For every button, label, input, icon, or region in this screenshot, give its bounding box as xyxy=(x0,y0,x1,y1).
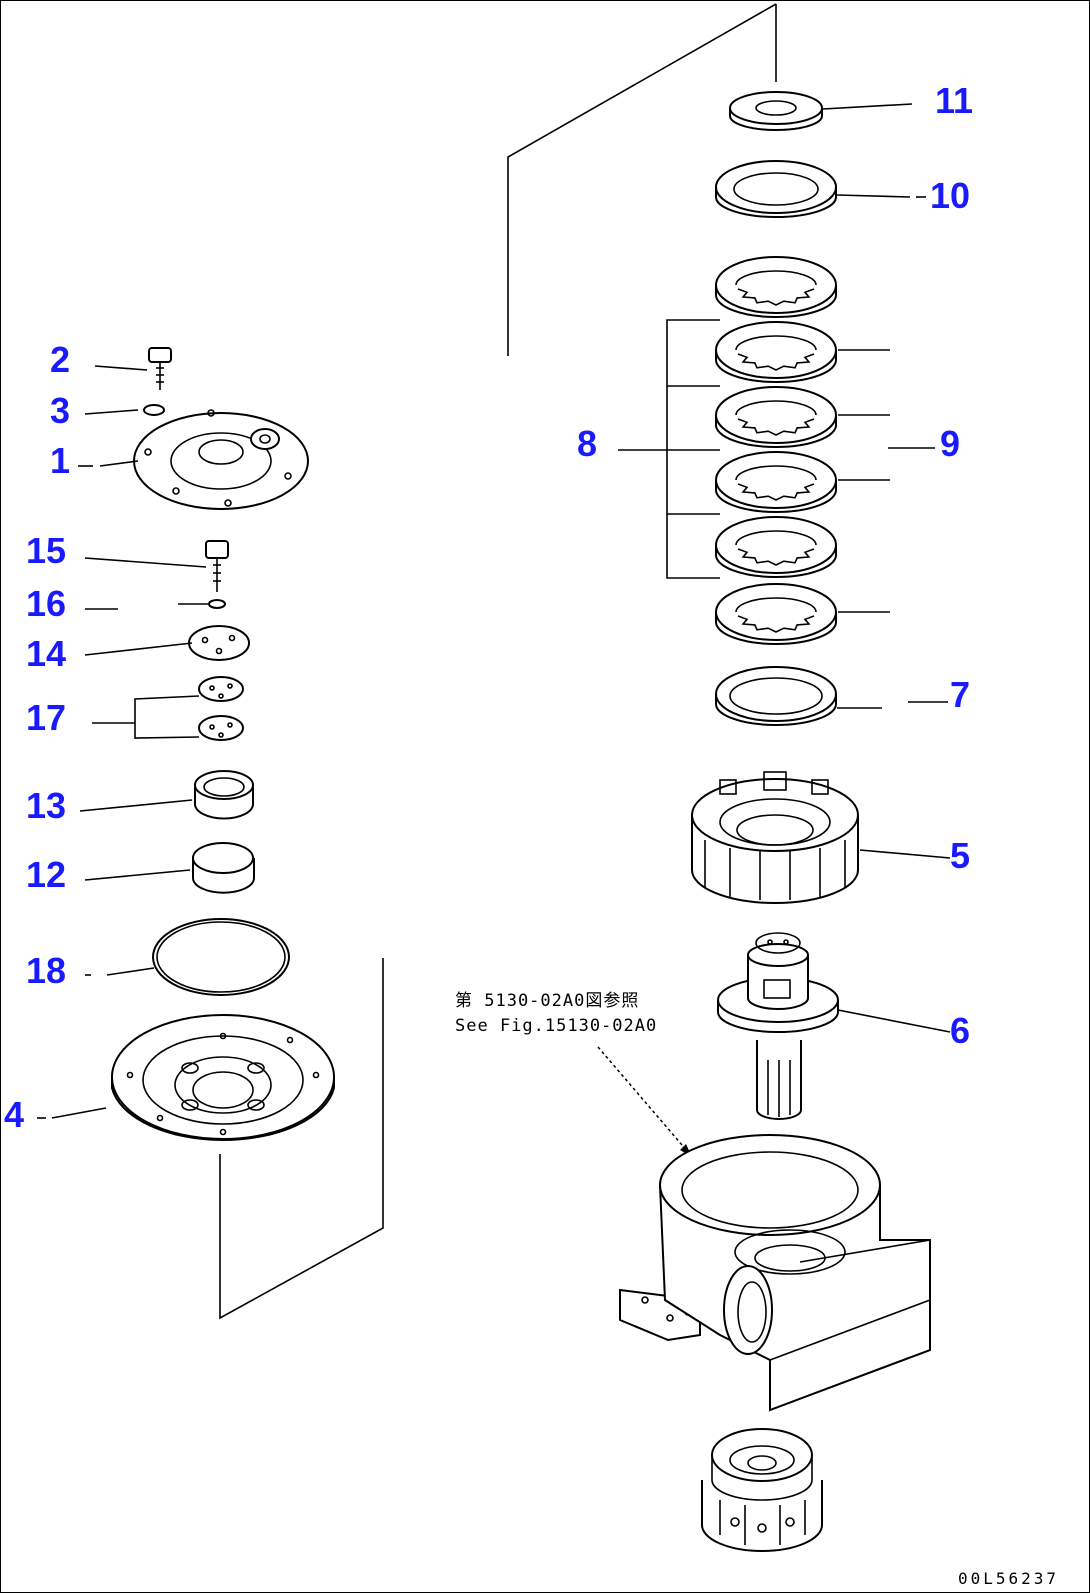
callout-16: 16 xyxy=(26,583,67,624)
callout-4: 4 xyxy=(4,1094,25,1135)
clutch-plate xyxy=(715,256,837,318)
part-16-washer xyxy=(208,599,226,609)
callout-14: 14 xyxy=(26,633,67,674)
part-2-bolt xyxy=(148,347,172,390)
part-5-carrier xyxy=(691,771,859,904)
part-4-housing-plate xyxy=(111,1014,335,1141)
part-1-cover xyxy=(133,409,309,510)
clutch-plate xyxy=(715,321,837,383)
callout-1: 1 xyxy=(50,440,71,481)
part-8-9-plate-stack xyxy=(715,256,837,645)
part-13-bushing xyxy=(194,770,254,820)
callout-9: 9 xyxy=(940,423,961,464)
case-reference-part xyxy=(619,1134,931,1412)
callout-11: 11 xyxy=(935,80,974,121)
part-15-bolt xyxy=(205,540,229,592)
clutch-plate xyxy=(715,451,837,513)
assembly-guide-lines xyxy=(219,3,777,1320)
part-18-o-ring xyxy=(152,918,290,996)
part-11-washer xyxy=(729,91,823,131)
callout-12: 12 xyxy=(26,854,67,895)
reference-note-jp: 第 5130-02A0図参照 xyxy=(455,991,640,1011)
clutch-plate xyxy=(715,516,837,578)
part-3-washer xyxy=(143,404,165,416)
part-10-ring xyxy=(715,160,837,218)
drawing-code: 00L56237 xyxy=(958,1569,1060,1588)
callout-18: 18 xyxy=(26,950,67,991)
reference-leader xyxy=(597,1046,692,1157)
clutch-plate xyxy=(715,386,837,448)
part-17-shims xyxy=(198,676,244,741)
callout-8: 8 xyxy=(577,423,598,464)
callout-15: 15 xyxy=(26,530,67,571)
callout-10: 10 xyxy=(930,175,971,216)
callout-2: 2 xyxy=(50,339,71,380)
callout-5: 5 xyxy=(950,835,971,876)
bottom-gear-part xyxy=(701,1428,823,1552)
callout-leader-lines xyxy=(37,103,951,1119)
reference-note-en: See Fig.15130-02A0 xyxy=(455,1016,658,1036)
callout-6: 6 xyxy=(950,1010,971,1051)
callout-7: 7 xyxy=(950,674,971,715)
callout-17: 17 xyxy=(26,697,67,738)
callout-3: 3 xyxy=(50,390,71,431)
clutch-plate xyxy=(715,583,837,645)
part-7-ring xyxy=(715,666,837,726)
part-14-plate xyxy=(188,625,250,661)
callout-13: 13 xyxy=(26,785,67,826)
part-6-shaft xyxy=(717,932,839,1120)
part-12-ring xyxy=(192,842,255,894)
